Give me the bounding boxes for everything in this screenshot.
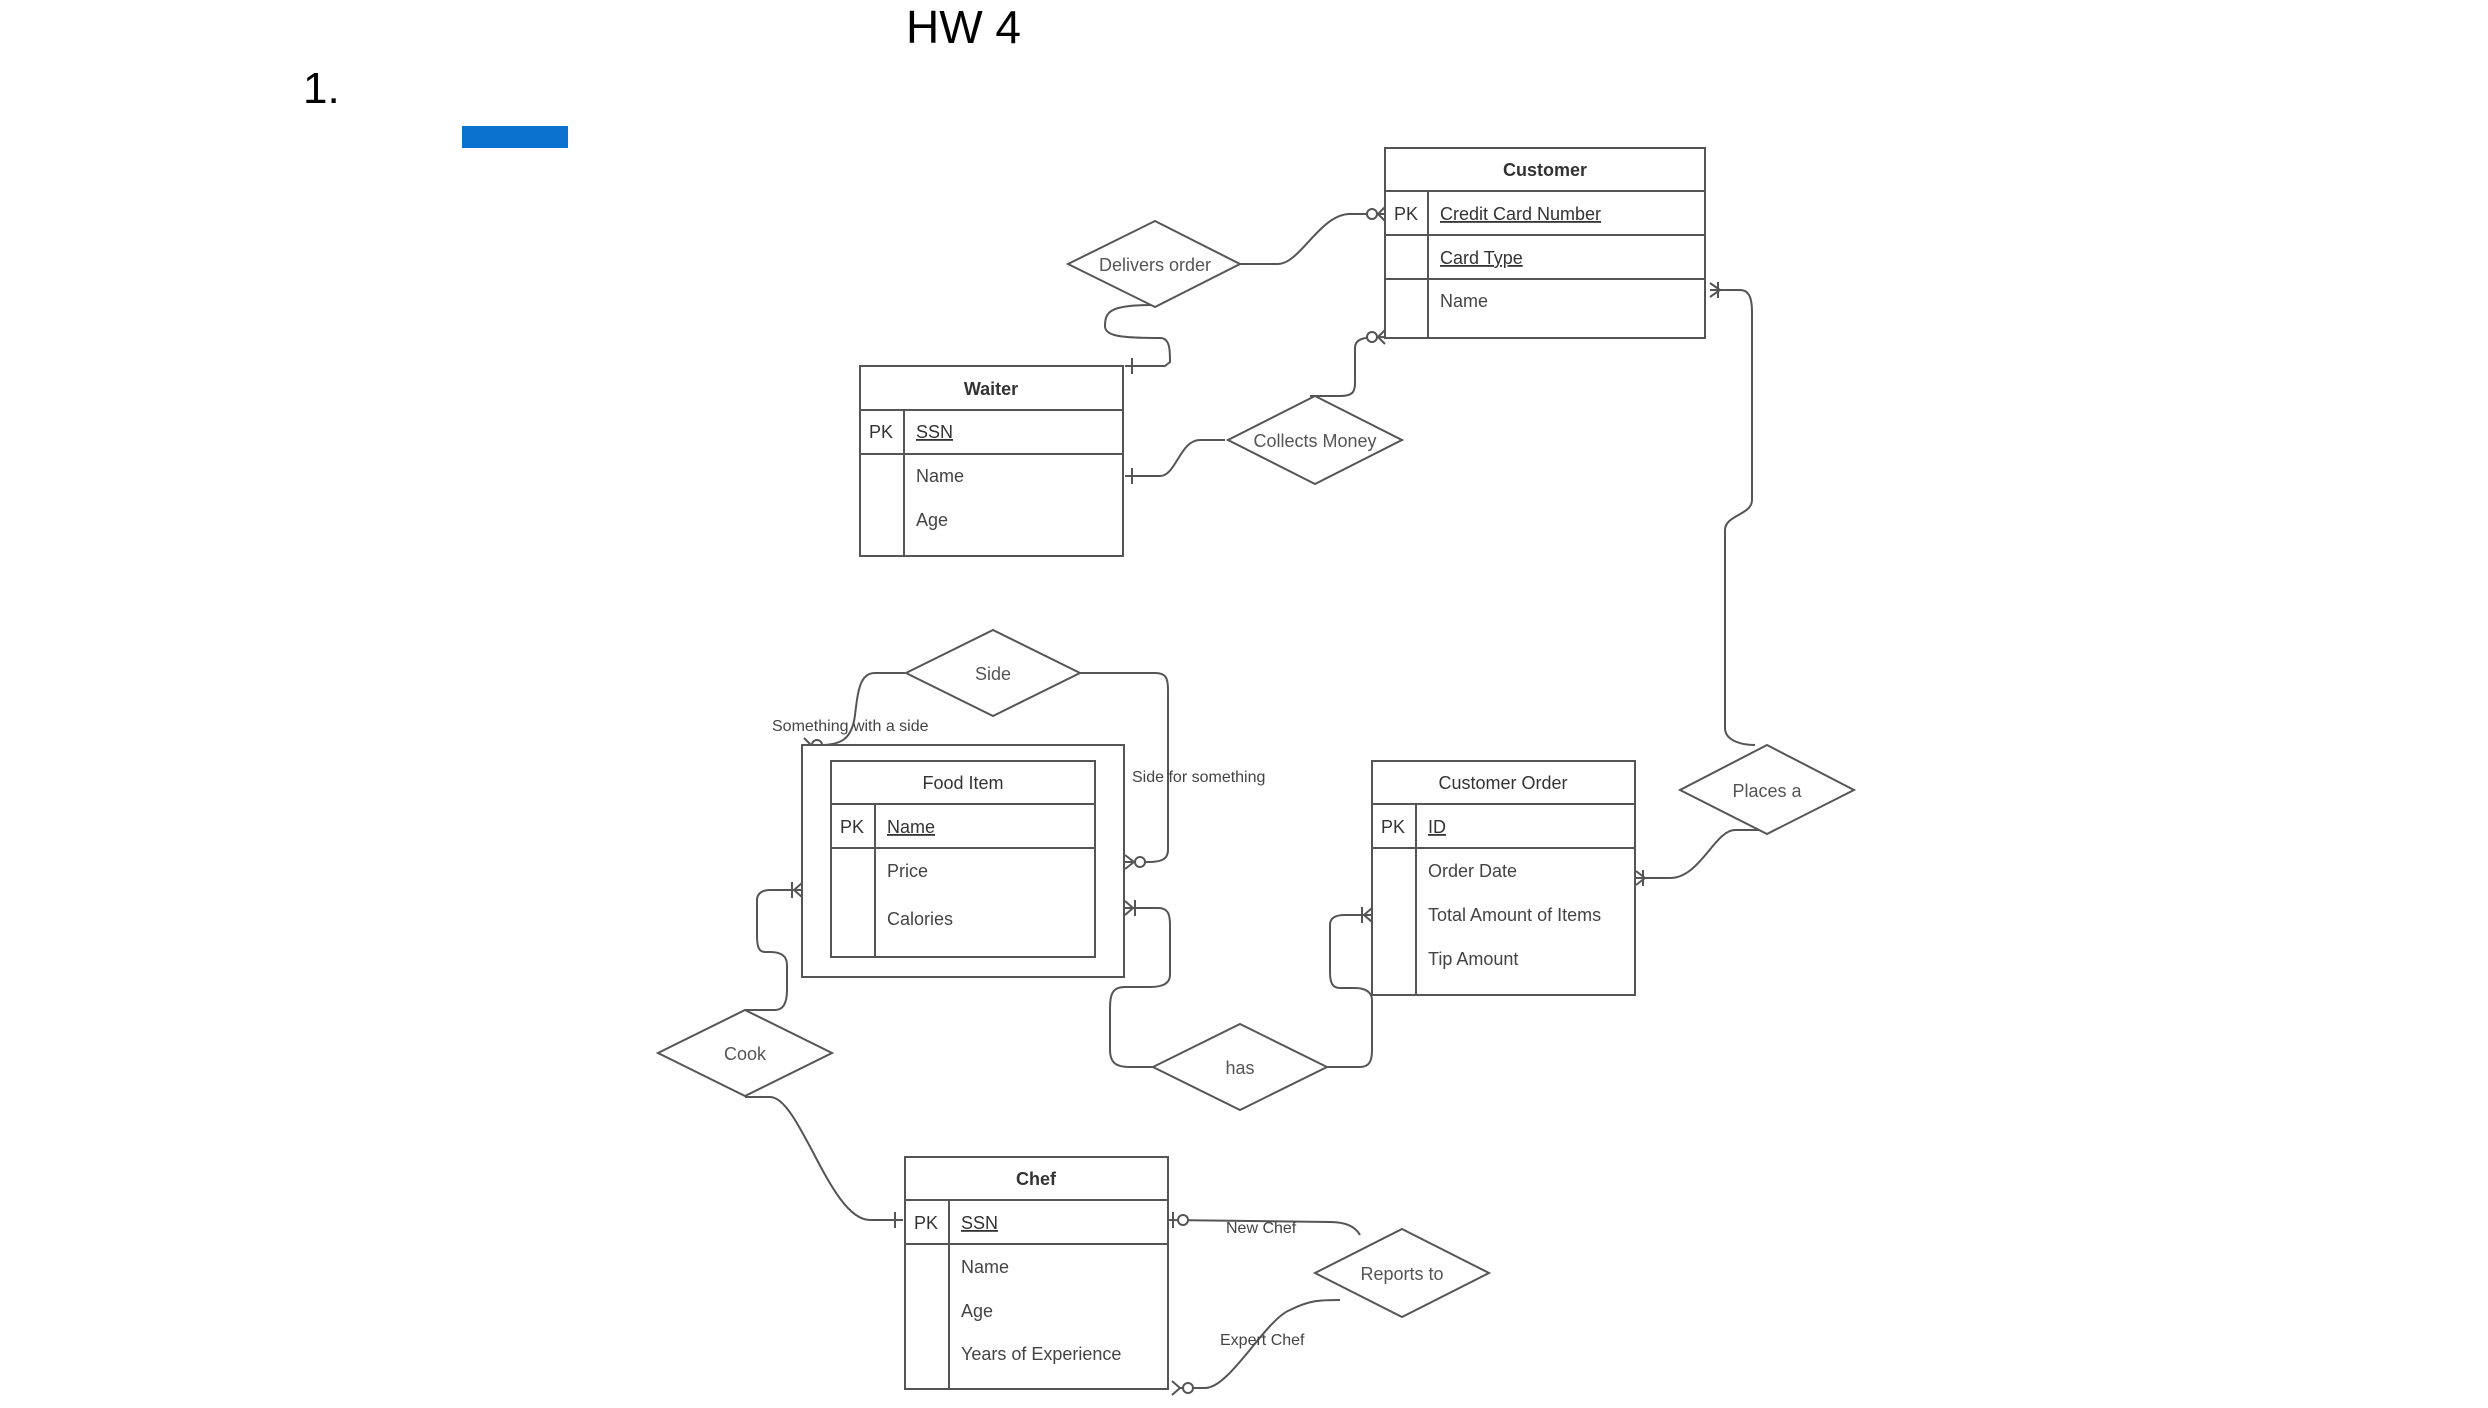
attribute: Calories (887, 909, 953, 929)
attribute: Order Date (1428, 861, 1517, 881)
entity-waiter[interactable]: Waiter PK SSN Name Age (859, 365, 1124, 557)
attribute: Age (916, 510, 948, 530)
edge-label-new-chef: New Chef (1226, 1220, 1297, 1237)
relationship-label: Delivers order (1099, 255, 1211, 275)
entity-title: Food Item (922, 773, 1003, 793)
key-attribute: SSN (916, 422, 953, 442)
key-attribute: Card Type (1440, 248, 1523, 268)
entity-title: Customer Order (1438, 773, 1567, 793)
edge-has-order (1325, 914, 1373, 1068)
edge-food-has (1109, 907, 1171, 1068)
relationship-label: Places a (1732, 781, 1802, 801)
relationship-places-a[interactable]: Places a (1677, 743, 1857, 836)
attribute: Total Amount of Items (1428, 905, 1601, 925)
entity-chef[interactable]: Chef PK SSN Name Age Years of Experience (904, 1156, 1169, 1390)
attribute: Name (916, 466, 964, 486)
pk-label: PK (1381, 817, 1405, 837)
edge-collects-waiter (1125, 439, 1225, 477)
relationship-cook[interactable]: Cook (655, 1008, 835, 1098)
key-attribute: ID (1428, 817, 1446, 837)
entity-food-item[interactable]: Food Item PK Name Price Calories (801, 744, 1125, 978)
edge-side-left (819, 672, 905, 746)
edge-delivers-waiter (1103, 292, 1172, 367)
edge-places-order (1636, 829, 1764, 879)
relationship-delivers-order[interactable]: Delivers order (1065, 219, 1243, 309)
edge-cook-food (745, 889, 802, 1011)
edge-label-something-with-side: Something with a side (772, 718, 929, 735)
relationship-side[interactable]: Side (903, 628, 1083, 718)
edge-label-side-for-something: Side for something (1132, 769, 1265, 786)
document-title: HW 4 (906, 1, 1021, 53)
attribute: Price (887, 861, 928, 881)
key-attribute: Name (887, 817, 935, 837)
relationship-collects-money[interactable]: Collects Money (1225, 394, 1405, 486)
relationship-reports-to[interactable]: Reports to (1312, 1227, 1492, 1319)
pk-label: PK (914, 1213, 938, 1233)
attribute: Age (961, 1301, 993, 1321)
edge-side-right (1080, 672, 1169, 863)
edge-cook-chef (745, 1096, 903, 1221)
relationship-label: Side (975, 664, 1011, 684)
edge-chef-newchef (1167, 1219, 1361, 1236)
attribute: Years of Experience (961, 1344, 1121, 1364)
edge-collects-customer (1310, 336, 1386, 397)
relationship-label: has (1225, 1058, 1254, 1078)
key-attribute: Credit Card Number (1440, 204, 1601, 224)
pk-label: PK (1394, 204, 1418, 224)
relationship-has[interactable]: has (1150, 1022, 1330, 1112)
entity-title: Chef (1016, 1169, 1057, 1189)
edge-delivers-customer (1240, 213, 1385, 265)
attribute: Name (961, 1257, 1009, 1277)
edge-customer-places (1710, 289, 1756, 746)
edge-label-expert-chef: Expert Chef (1220, 1332, 1305, 1349)
list-number: 1. (303, 64, 340, 113)
edge-chef-expertchef (1180, 1299, 1341, 1389)
connectors (745, 213, 1764, 1389)
entity-title: Customer (1503, 160, 1587, 180)
pk-label: PK (840, 817, 864, 837)
attribute: Name (1440, 291, 1488, 311)
entity-title: Waiter (964, 379, 1018, 399)
relationship-label: Reports to (1360, 1264, 1443, 1284)
selection-marker[interactable] (462, 126, 568, 148)
attribute: Tip Amount (1428, 949, 1518, 969)
entity-customer-order[interactable]: Customer Order PK ID Order Date Total Am… (1371, 760, 1636, 996)
key-attribute: SSN (961, 1213, 998, 1233)
relationship-label: Cook (724, 1044, 767, 1064)
entity-customer[interactable]: Customer PK Credit Card Number Card Type… (1384, 147, 1706, 339)
relationship-label: Collects Money (1253, 431, 1376, 451)
pk-label: PK (869, 422, 893, 442)
